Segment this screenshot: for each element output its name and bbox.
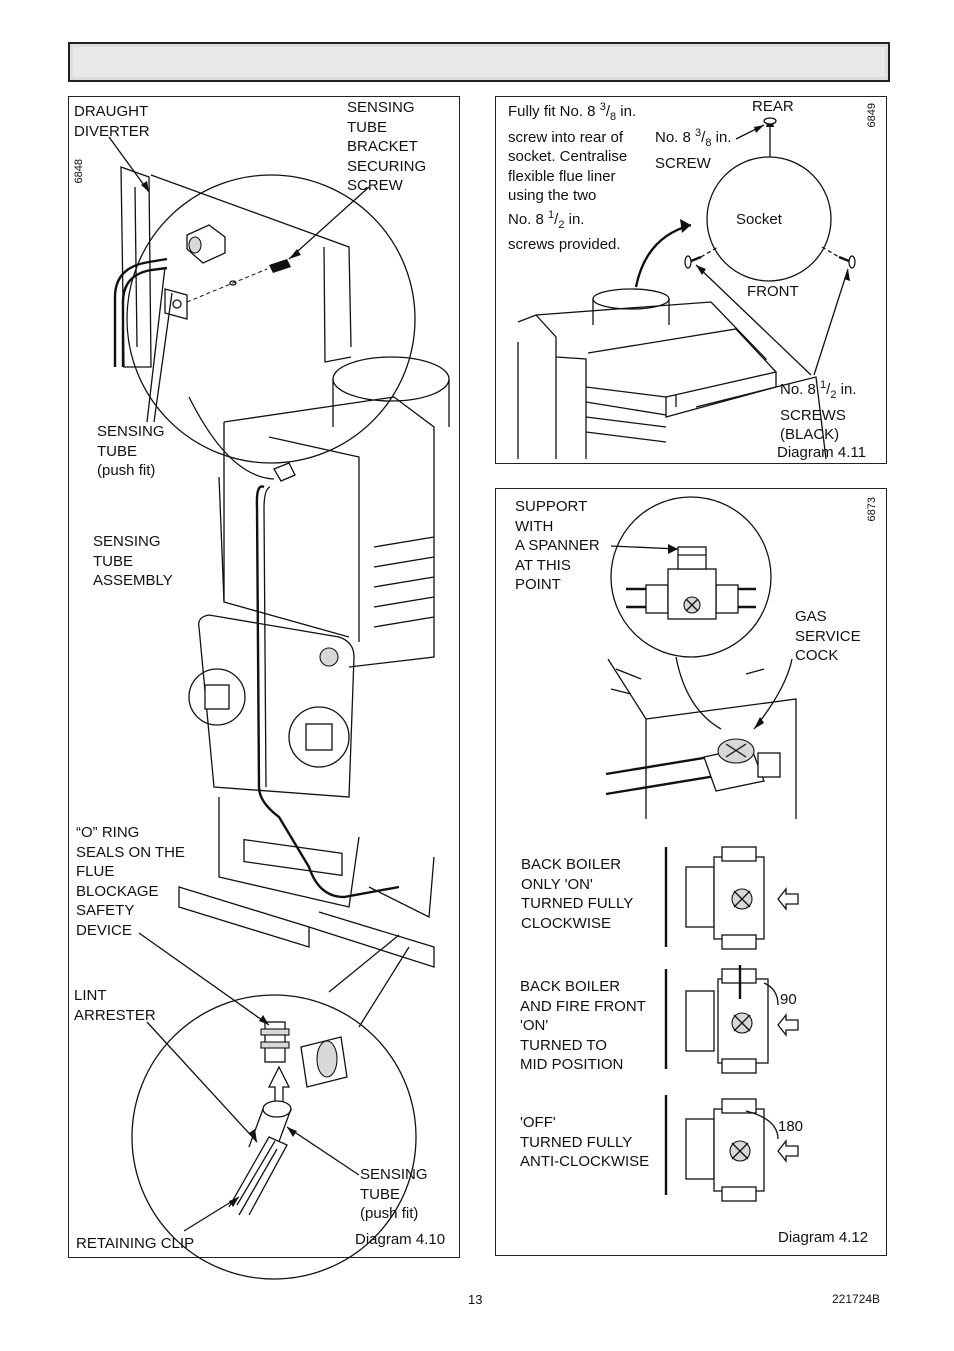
label-rear: REAR: [752, 98, 794, 115]
instr-line4: flexible flue liner: [508, 167, 616, 185]
diagram-4-10-ref: 6848: [73, 159, 85, 184]
diagram-4-10-illustration: [108, 136, 450, 1280]
label-retaining-clip: RETAINING CLIP: [76, 1235, 195, 1252]
diagram-4-12-ref: 6873: [866, 497, 878, 522]
instr-line6-slash: /: [554, 210, 559, 228]
doc-code: 221724B: [832, 1292, 881, 1306]
instr-line1-a: Fully fit No. 8: [508, 103, 600, 120]
screw-sup: 3: [695, 127, 702, 139]
screws-b: in.: [836, 381, 857, 398]
screw-a: No. 8: [655, 129, 696, 146]
instruction-text: Fully fit No. 8 3/8 in. screw into rear …: [508, 98, 668, 255]
screws-sub: 2: [830, 389, 837, 401]
instr-line6-sub: 2: [558, 218, 565, 231]
instr-line7: screws provided.: [508, 236, 621, 253]
screws-sup: 1: [820, 379, 827, 391]
screw-sub: 8: [705, 137, 712, 149]
label-draught-diverter: DRAUGHT DIVERTER: [74, 103, 150, 140]
header-bar: [68, 42, 890, 82]
label-sensing-tube-bottom: SENSING TUBE (push fit): [360, 1166, 428, 1222]
screw-b: in.: [711, 129, 732, 146]
screws-slash: /: [826, 381, 831, 398]
label-screw-top: No. 8 3/8 in. SCREW: [655, 124, 765, 173]
instr-line2: screw into rear of: [508, 128, 624, 146]
screws-line3: (BLACK): [780, 426, 840, 443]
instr-line1-sub: 8: [610, 111, 617, 123]
diagram-4-11-illustration: [517, 117, 856, 460]
diagram-4-11-panel: Fully fit No. 8 3/8 in. screw into rear …: [495, 96, 887, 464]
diagram-4-10-caption: Diagram 4.10: [355, 1231, 446, 1248]
diagram-4-12-panel: SUPPORT WITH A SPANNER AT THIS POINT 687…: [495, 488, 887, 1256]
label-lint-arrester: LINT ARRESTER: [74, 987, 156, 1024]
instr-line6-sup: 1: [548, 208, 555, 221]
instr-line1-b: in.: [616, 103, 637, 120]
label-front: FRONT: [747, 283, 799, 300]
instr-line1-slash: /: [605, 103, 610, 120]
screws-a: No. 8: [780, 381, 821, 398]
screw-slash: /: [701, 129, 706, 146]
label-sensing-tube-assembly: SENSING TUBE ASSEMBLY: [93, 533, 173, 589]
diagram-4-11-caption: Diagram 4.11: [777, 444, 866, 461]
instr-line5: using the two: [508, 187, 597, 204]
label-angle-180: 180: [778, 1118, 804, 1135]
label-sensing-tube-top: SENSING TUBE (push fit): [97, 423, 165, 479]
screws-line2: SCREWS: [780, 406, 846, 424]
label-screws-black: No. 8 1/2 in. SCREWS (BLACK): [780, 376, 884, 445]
label-angle-90: 90: [780, 991, 797, 1008]
label-o-ring: “O” RING SEALS ON THE FLUE BLOCKAGE SAFE…: [76, 824, 185, 939]
label-state-1: BACK BOILER ONLY 'ON' TURNED FULLY CLOCK…: [521, 856, 634, 932]
label-state-2: BACK BOILER AND FIRE FRONT 'ON' TURNED T…: [520, 978, 646, 1073]
diagram-4-12-caption: Diagram 4.12: [778, 1229, 869, 1246]
label-support-spanner: SUPPORT WITH A SPANNER AT THIS POINT: [515, 498, 600, 593]
diagram-4-10-panel: DRAUGHT DIVERTER SENSING TUBE BRACKET SE…: [68, 96, 460, 1280]
label-gas-service-cock: GAS SERVICE COCK: [795, 608, 861, 664]
label-bracket-screw: SENSING TUBE BRACKET SECURING SCREW: [347, 99, 427, 194]
diagram-4-12-illustration: [605, 496, 799, 1202]
instr-line6-b: in.: [564, 210, 585, 228]
diagram-4-11-ref: 6849: [866, 103, 878, 128]
label-socket: Socket: [736, 211, 782, 228]
instr-line3: socket. Centralise: [508, 148, 628, 165]
label-state-3: 'OFF' TURNED FULLY ANTI-CLOCKWISE: [520, 1114, 650, 1170]
instr-line6-a: No. 8: [508, 210, 549, 228]
screw-word: SCREW: [655, 154, 711, 172]
instr-line1-sup: 3: [599, 101, 606, 113]
page-number: 13: [468, 1292, 483, 1307]
